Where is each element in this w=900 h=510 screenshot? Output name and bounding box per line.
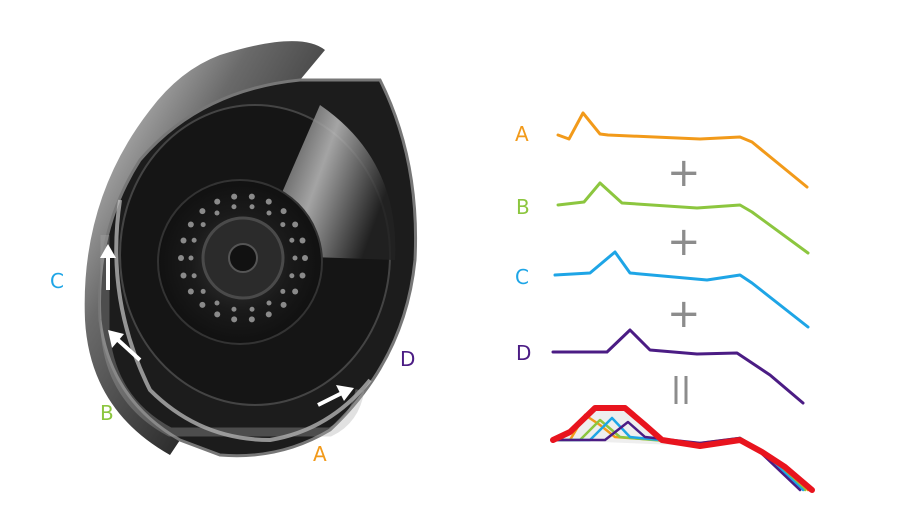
vent-hole bbox=[265, 311, 272, 318]
vent-hole bbox=[248, 316, 255, 323]
path-label-d: D bbox=[516, 341, 531, 365]
vent-holes bbox=[178, 193, 308, 323]
vent-hole bbox=[214, 300, 220, 306]
vent-hole bbox=[231, 316, 238, 323]
path-label-c: C bbox=[515, 265, 529, 289]
path-label-b: B bbox=[516, 195, 530, 219]
plus-operator-1: + bbox=[667, 150, 701, 196]
vent-hole bbox=[231, 204, 237, 210]
path-label-a: A bbox=[515, 122, 529, 146]
vent-hole bbox=[249, 204, 255, 210]
combined-response-curve bbox=[550, 405, 815, 493]
vent-hole bbox=[289, 237, 295, 243]
vent-hole bbox=[200, 288, 206, 294]
vent-hole bbox=[289, 273, 295, 279]
path-label-c-earcup: C bbox=[50, 269, 64, 293]
vent-hole bbox=[292, 255, 298, 261]
vent-hole bbox=[248, 193, 255, 200]
vent-hole bbox=[180, 237, 187, 244]
vent-hole bbox=[214, 198, 221, 205]
vent-hole bbox=[266, 210, 272, 216]
vent-hole bbox=[188, 255, 194, 261]
white-arrow-icon bbox=[100, 244, 354, 407]
vent-hole bbox=[231, 306, 237, 312]
vent-hole bbox=[249, 306, 255, 312]
vent-hole bbox=[302, 255, 308, 261]
vent-hole bbox=[299, 272, 306, 279]
vent-hole bbox=[199, 208, 206, 215]
path-label-a-earcup: A bbox=[313, 442, 327, 466]
vent-hole bbox=[214, 210, 220, 216]
vent-hole bbox=[214, 311, 221, 318]
response-curve-a bbox=[556, 111, 809, 189]
vent-hole bbox=[187, 221, 194, 228]
vent-hole bbox=[280, 208, 287, 215]
vent-hole bbox=[299, 237, 306, 244]
vent-hole bbox=[191, 237, 197, 243]
vent-hole bbox=[199, 301, 206, 308]
vent-hole bbox=[180, 272, 187, 279]
vent-hole bbox=[200, 222, 206, 228]
vent-hole bbox=[265, 198, 272, 205]
response-curve-c bbox=[553, 250, 810, 329]
response-curve-b bbox=[556, 181, 810, 255]
plus-operator-2: + bbox=[667, 219, 701, 265]
vent-hole bbox=[292, 221, 299, 228]
vent-hole bbox=[231, 193, 238, 200]
vent-hole bbox=[280, 288, 286, 294]
vent-hole bbox=[187, 288, 194, 295]
vent-hole bbox=[266, 300, 272, 306]
equals-operator bbox=[674, 376, 688, 404]
path-label-b-earcup: B bbox=[100, 401, 114, 425]
vent-hole bbox=[280, 222, 286, 228]
vent-hole bbox=[191, 273, 197, 279]
path-label-d-earcup: D bbox=[400, 347, 415, 371]
vent-hole bbox=[292, 288, 299, 295]
response-curve-d bbox=[551, 328, 805, 405]
vent-hole bbox=[178, 255, 184, 261]
plus-operator-3: + bbox=[667, 291, 701, 337]
earcup-illustration bbox=[84, 41, 418, 458]
vent-hole bbox=[280, 301, 287, 308]
